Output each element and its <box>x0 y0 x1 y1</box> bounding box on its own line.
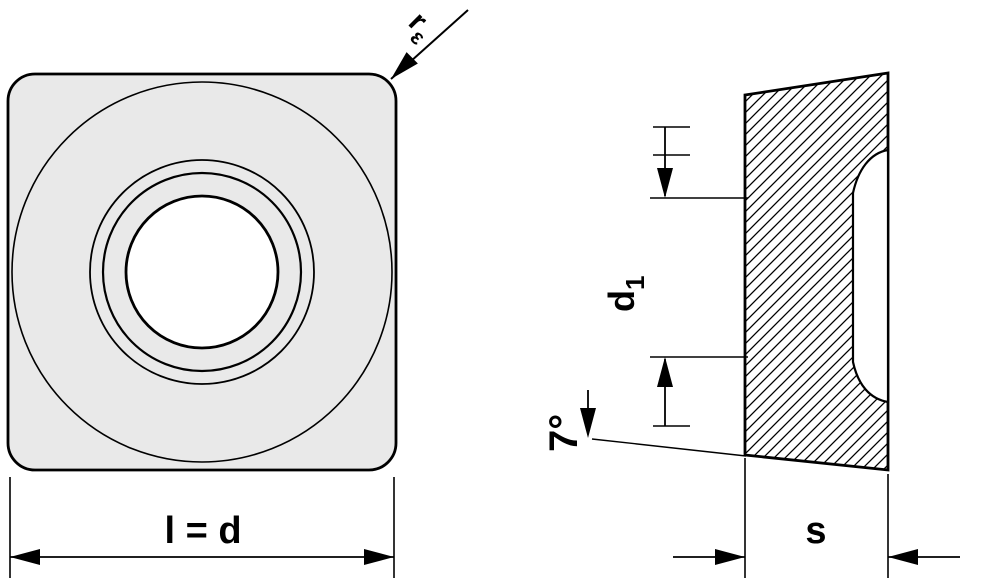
dimension-d1: d1 <box>601 126 748 427</box>
label-d1: d1 <box>601 276 650 312</box>
corner-radius-arrowhead <box>385 52 418 85</box>
dim-arrow-down <box>657 168 673 198</box>
bore-hole-circle <box>124 194 280 350</box>
angle-reference-line <box>591 438 747 457</box>
dim-arrow-left <box>10 549 40 565</box>
corner-radius-annotation: rε <box>385 6 469 85</box>
dim-arrow-up <box>657 357 673 387</box>
label-l-equals-d: l = d <box>164 510 241 552</box>
label-7deg: 7° <box>542 414 586 452</box>
insert-side-outline <box>743 71 890 472</box>
label-r-epsilon: rε <box>397 6 441 50</box>
dimension-l-equals-d: l = d <box>9 477 395 578</box>
angle-annotation-7deg: 7° <box>542 390 747 457</box>
inscribed-circle <box>11 81 393 463</box>
dim-arrow-right <box>364 549 394 565</box>
countersink-outer-circle <box>89 159 315 385</box>
countersink-inner-circle <box>101 171 303 373</box>
label-s: s <box>805 510 826 552</box>
dimension-s: s <box>673 458 960 578</box>
front-view <box>6 72 398 472</box>
countersink-profile-cutout <box>851 148 890 404</box>
dim-arrow-right-inward <box>715 549 745 565</box>
side-view <box>743 71 890 472</box>
dim-arrow-left-inward <box>888 549 918 565</box>
